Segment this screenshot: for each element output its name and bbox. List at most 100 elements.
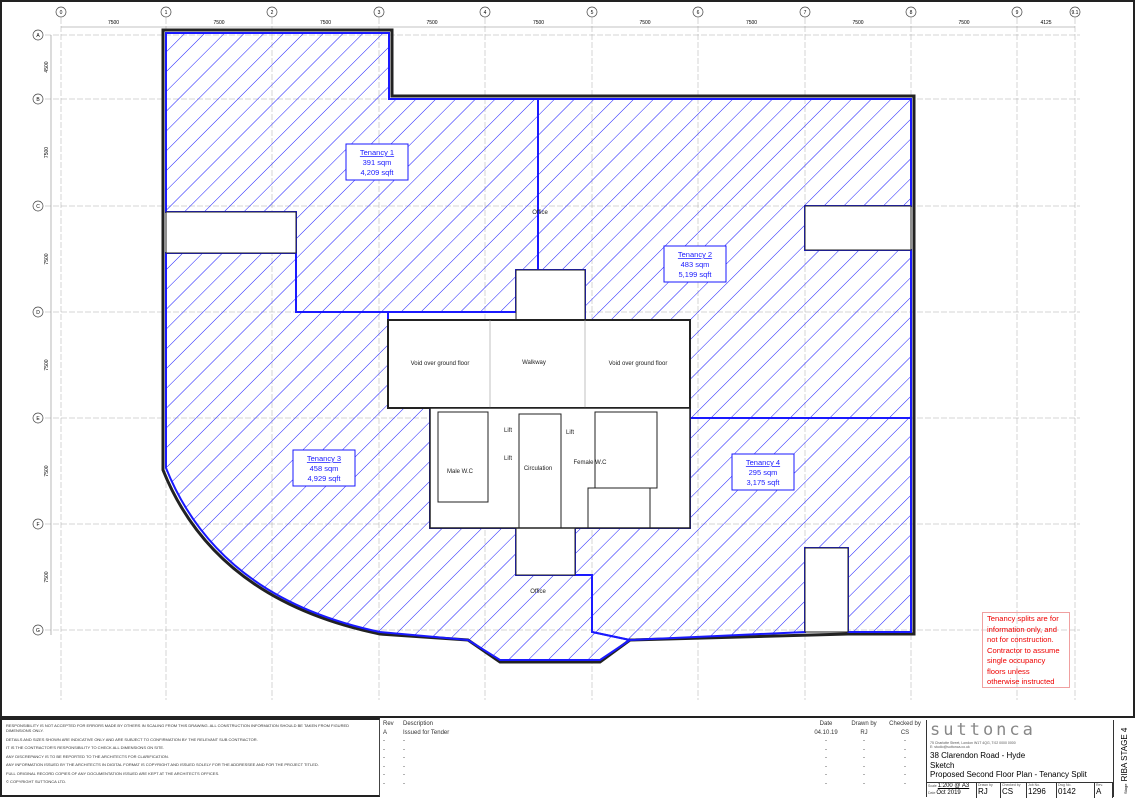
scale-value: 1:200 @ A3	[937, 783, 970, 789]
grid-bubble	[32, 93, 44, 105]
grid-column-label: 7	[804, 10, 807, 16]
tenancy-area-sqm: 391 sqm	[363, 158, 392, 167]
revision-description: -	[403, 755, 405, 762]
grid-column-label: 8	[910, 10, 913, 16]
drawn-by-header: Drawn by	[851, 721, 877, 728]
grid-bubble	[32, 518, 44, 530]
revision-checked-by: -	[904, 755, 906, 762]
column-dimension: 4125	[1040, 20, 1051, 26]
tenancy-name: Tenancy 1	[360, 148, 394, 157]
grid-column-label: 4	[484, 10, 487, 16]
revision-row: -----	[380, 737, 926, 746]
row-dimension: 7500	[44, 147, 50, 158]
grid-bubble	[692, 6, 704, 18]
revision-drawn-by: -	[863, 738, 865, 745]
drawing-status: Sketch	[930, 760, 955, 770]
room-label-void-right: Void over ground floor	[609, 361, 668, 367]
grid-bubble	[373, 6, 385, 18]
grid-column-label: 5	[591, 10, 594, 16]
row-dimension: 7500	[44, 359, 50, 370]
scale-label: Scale	[928, 784, 937, 788]
date-header: Date	[819, 721, 833, 728]
column-dimension: 7500	[852, 20, 863, 26]
date-value: Oct 2019	[936, 790, 961, 796]
disclaimer: Details and sizes shown are indicative o…	[6, 736, 258, 742]
revision-date: -	[825, 772, 827, 779]
room-label-office: Office	[530, 589, 546, 595]
note-line: otherwise instructed	[987, 677, 1055, 686]
room-label-male-wc: Male W.C	[447, 469, 474, 475]
tenancy-area-sqft: 4,929 sqft	[308, 474, 342, 483]
revision-rev: -	[383, 746, 385, 753]
tenancy-area-sqm: 295 sqm	[749, 468, 778, 477]
grid-bubble	[160, 6, 172, 18]
revision-rev: -	[383, 772, 385, 779]
column-dimension: 7500	[320, 20, 331, 26]
note-line: Contractor to assume	[987, 645, 1060, 655]
tenancy-name: Tenancy 2	[678, 250, 712, 259]
row-dimension: 4500	[44, 61, 50, 72]
project-name: 38 Clarendon Road - Hyde	[930, 751, 1026, 760]
note-line: floors unless	[987, 666, 1030, 676]
grid-column-label: 9.1	[1072, 10, 1079, 16]
tenancy-area-sqft: 3,175 sqft	[747, 478, 781, 487]
grid-bubble	[586, 6, 598, 18]
tenancy-area-sqft: 5,199 sqft	[679, 270, 713, 279]
room-label-circulation: Circulation	[524, 466, 552, 472]
grid-bubble	[266, 6, 278, 18]
grid-bubble	[32, 624, 44, 636]
grid-bubble	[32, 306, 44, 318]
revision-date: -	[825, 763, 827, 770]
revision-checked-by: CS	[900, 729, 910, 736]
room-label-walkway: Walkway	[522, 360, 546, 366]
west-stair-core	[165, 211, 297, 254]
drawn-by-value: RJ	[978, 787, 988, 796]
revision-date: -	[825, 755, 827, 762]
grid-row-label: E	[36, 416, 40, 422]
south-stair-core	[804, 547, 849, 633]
revision-header-row: Rev Description Date Drawn by Checked by	[380, 720, 926, 729]
row-dimension: 7500	[44, 465, 50, 476]
grid-column-label: 1	[165, 10, 168, 16]
column-dimension: 7500	[533, 20, 544, 26]
grid-column-label: 3	[378, 10, 381, 16]
revision-description: -	[403, 738, 405, 745]
revision-row: -----	[380, 771, 926, 780]
tenancy-name: Tenancy 3	[307, 454, 341, 463]
grid-bubble	[32, 200, 44, 212]
revision-row: -----	[380, 746, 926, 755]
tenancy-area-sqm: 483 sqm	[681, 260, 710, 269]
central-core	[429, 407, 691, 529]
checked-by-header: Checked by	[889, 721, 921, 728]
revision-checked-by: -	[904, 772, 906, 779]
note-line: information only, and	[987, 624, 1057, 634]
stage-value: RIBA STAGE 4	[1120, 727, 1129, 782]
revision-drawn-by: -	[863, 772, 865, 779]
dwg-label: Dwg No.	[1058, 783, 1072, 787]
description-header: Description	[403, 721, 434, 728]
revision-rev: -	[383, 738, 385, 745]
column-dimension: 7500	[958, 20, 969, 26]
circulation-room	[518, 413, 562, 529]
void-area	[387, 319, 691, 409]
grid-bubble	[32, 29, 44, 41]
drawing-title: Proposed Second Floor Plan - Tenancy Spl…	[930, 770, 1087, 779]
grid-column-label: 2	[271, 10, 274, 16]
revision-table: Rev Description Date Drawn by Checked by…	[380, 720, 926, 797]
room-label-lift: Lift	[504, 456, 512, 462]
row-dimension: 7500	[44, 571, 50, 582]
revision-row: -----	[380, 780, 926, 789]
grid-bubble	[1011, 6, 1023, 18]
revision-checked-by: -	[904, 780, 906, 787]
column-dimension: 7500	[746, 20, 757, 26]
checked-by-label: Checked by	[1002, 783, 1021, 787]
revision-date: -	[825, 780, 827, 787]
disclaimer: Full original record copies of any docum…	[6, 770, 220, 776]
tenancy-name: Tenancy 4	[746, 458, 780, 467]
disclaimer: © Copyright Suttonca Ltd.	[6, 779, 67, 784]
drawn-by-label: Drawn by	[978, 783, 993, 787]
